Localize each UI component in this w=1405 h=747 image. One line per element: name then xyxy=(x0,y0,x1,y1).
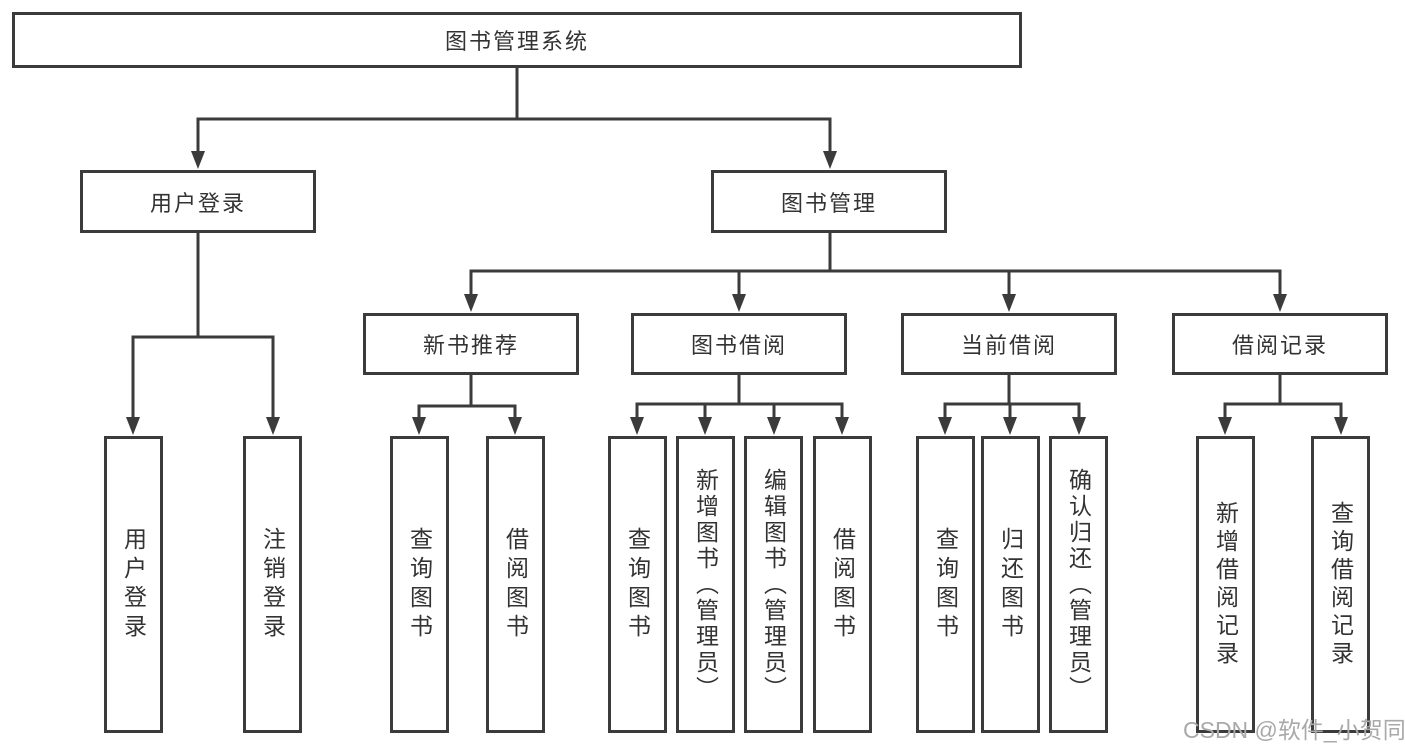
arrowhead-leaf-query1 xyxy=(412,417,426,435)
arrowhead-borrowing xyxy=(732,294,746,312)
leaf-query-borrow-record: 查询借阅记录 xyxy=(1311,436,1370,733)
arrowhead-recommend xyxy=(464,294,478,312)
node-new-book-recommend: 新书推荐 xyxy=(363,313,579,375)
arrowhead-records xyxy=(1273,294,1287,312)
arrowhead-leaf-query-record xyxy=(1334,417,1348,435)
leaf-query-books-recommend: 查询图书 xyxy=(390,436,449,733)
arrowhead-current xyxy=(1002,294,1016,312)
leaf-borrow-books-borrowing: 借阅图书 xyxy=(813,436,872,733)
node-root: 图书管理系统 xyxy=(12,12,1022,68)
arrowhead-leaf-user-login xyxy=(126,417,140,435)
node-book-management: 图书管理 xyxy=(711,170,947,233)
arrowhead-user-login xyxy=(191,151,205,169)
node-book-borrowing: 图书借阅 xyxy=(631,313,847,375)
leaf-confirm-return-admin: 确认归还（管理员） xyxy=(1049,436,1108,733)
arrowhead-leaf-add-record xyxy=(1218,417,1232,435)
leaf-query-books-borrowing: 查询图书 xyxy=(608,436,667,733)
arrowhead-leaf-edit-book xyxy=(767,417,781,435)
leaf-logout: 注销登录 xyxy=(243,436,302,733)
arrowhead-leaf-query3 xyxy=(938,417,952,435)
arrowhead-leaf-add-book xyxy=(698,417,712,435)
leaf-query-books-current: 查询图书 xyxy=(916,436,975,733)
watermark-text: CSDN @软件_小贺同学 xyxy=(1183,717,1405,743)
node-borrow-records: 借阅记录 xyxy=(1172,313,1388,375)
leaf-return-book: 归还图书 xyxy=(981,436,1040,733)
arrowhead-leaf-query2 xyxy=(630,417,644,435)
leaf-add-book-admin: 新增图书（管理员） xyxy=(676,436,735,733)
node-current-borrowing: 当前借阅 xyxy=(901,313,1117,375)
node-user-login: 用户登录 xyxy=(80,170,316,233)
arrowhead-book-mgmt xyxy=(823,151,837,169)
leaf-add-borrow-record: 新增借阅记录 xyxy=(1196,436,1255,733)
arrowhead-leaf-logout xyxy=(266,417,280,435)
leaf-borrow-books-recommend: 借阅图书 xyxy=(486,436,545,733)
arrowhead-leaf-borrow1 xyxy=(508,417,522,435)
arrowhead-leaf-borrow2 xyxy=(835,417,849,435)
arrowhead-leaf-confirm-return xyxy=(1072,417,1086,435)
arrowhead-leaf-return xyxy=(1003,417,1017,435)
leaf-user-login: 用户登录 xyxy=(104,436,163,733)
leaf-edit-book-admin: 编辑图书（管理员） xyxy=(744,436,803,733)
